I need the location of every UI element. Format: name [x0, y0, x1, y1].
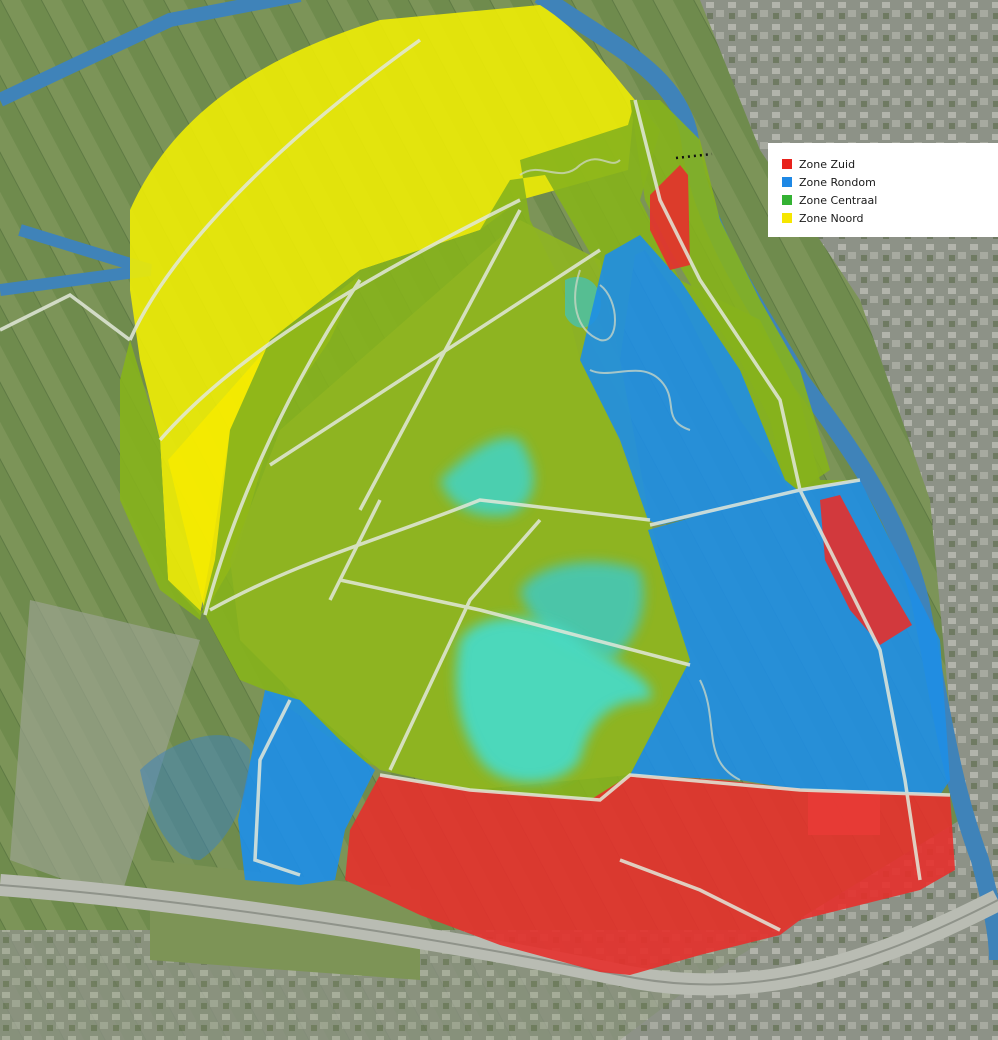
path-zuid-road [619, 858, 781, 932]
path-diagonal-1 [158, 198, 521, 442]
canal-north [0, 0, 302, 107]
path-river-bank [633, 99, 802, 491]
legend-item-noord: Zone Noord [782, 209, 998, 227]
path-cross-4 [209, 498, 651, 612]
legend-swatch-noord [782, 213, 792, 223]
legend-item-zuid: Zone Zuid [782, 155, 998, 173]
zone-zuid-south [345, 775, 955, 975]
legend-label-zuid: Zone Zuid [799, 157, 856, 171]
path-cross-1 [269, 248, 601, 467]
path-cross-3 [358, 209, 522, 511]
paths [0, 38, 951, 932]
boundary-noord [128, 38, 422, 341]
legend-swatch-zuid [782, 159, 792, 169]
legend-swatch-rondom [782, 177, 792, 187]
path-south-boundary [379, 773, 951, 802]
farmland-grey-strip [10, 600, 200, 900]
path-cross-2 [328, 499, 382, 601]
bridge-dotted-line [675, 152, 713, 160]
legend-item-rondom: Zone Rondom [782, 173, 998, 191]
trail-pond [574, 269, 616, 342]
urban-area-east [620, 0, 998, 1040]
trail-rondom [589, 369, 691, 431]
river [534, 0, 998, 961]
trail-loops [519, 158, 741, 781]
lake-small [440, 437, 534, 517]
path-cross-6 [388, 518, 542, 771]
legend-item-centraal: Zone Centraal [782, 191, 998, 209]
path-western-edge [0, 292, 132, 342]
zone-rondom-north [580, 235, 800, 525]
trail-east [699, 679, 741, 781]
path-cross-5 [339, 578, 691, 667]
legend-label-rondom: Zone Rondom [799, 175, 876, 189]
path-east-vertical [798, 489, 922, 881]
path-rondom-sw [253, 699, 301, 877]
zone-zuid-east-block [820, 495, 912, 645]
wetland-west [140, 735, 250, 860]
sports-field [808, 792, 880, 835]
lake-large [456, 617, 652, 783]
legend-label-centraal: Zone Centraal [799, 193, 878, 207]
zone-noord [130, 5, 635, 615]
legend-label-noord: Zone Noord [799, 211, 864, 225]
path-diagonal-2 [203, 279, 362, 616]
trail-north [519, 158, 621, 176]
legend-swatch-centraal [782, 195, 792, 205]
lake-middle [520, 561, 644, 660]
map-legend: Zone Zuid Zone Rondom Zone Centraal Zone… [768, 143, 998, 237]
